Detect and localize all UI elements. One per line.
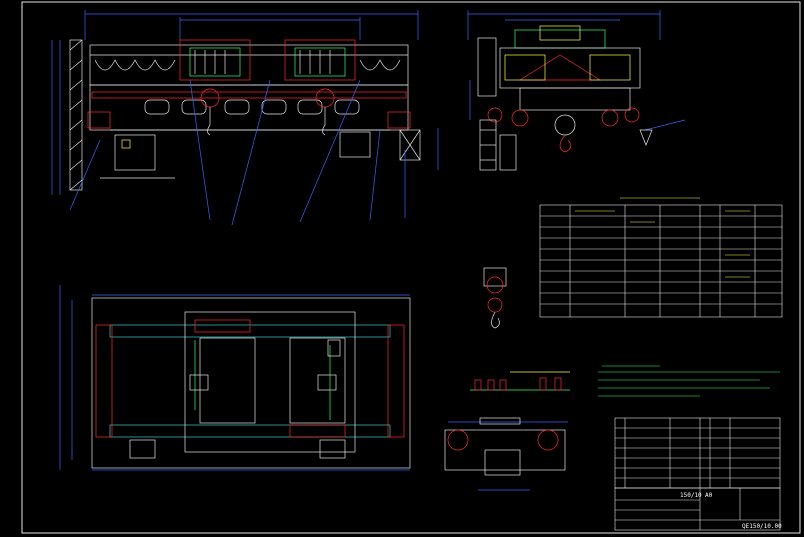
title-block xyxy=(614,487,781,531)
sheet-border xyxy=(21,1,801,534)
spec-table xyxy=(539,197,783,318)
title-block-spec: 150/10 xyxy=(680,492,702,499)
title-block-drawing-number: QE150/10.00 xyxy=(742,523,782,530)
plan-view xyxy=(59,285,411,471)
parts-list xyxy=(614,417,781,489)
technical-notes xyxy=(598,365,780,397)
title-block-sheet-size: A0 xyxy=(705,492,713,499)
hook-detail xyxy=(483,267,507,329)
end-carriage-detail xyxy=(444,371,570,491)
side-elevation xyxy=(467,10,686,171)
front-elevation xyxy=(51,10,439,226)
